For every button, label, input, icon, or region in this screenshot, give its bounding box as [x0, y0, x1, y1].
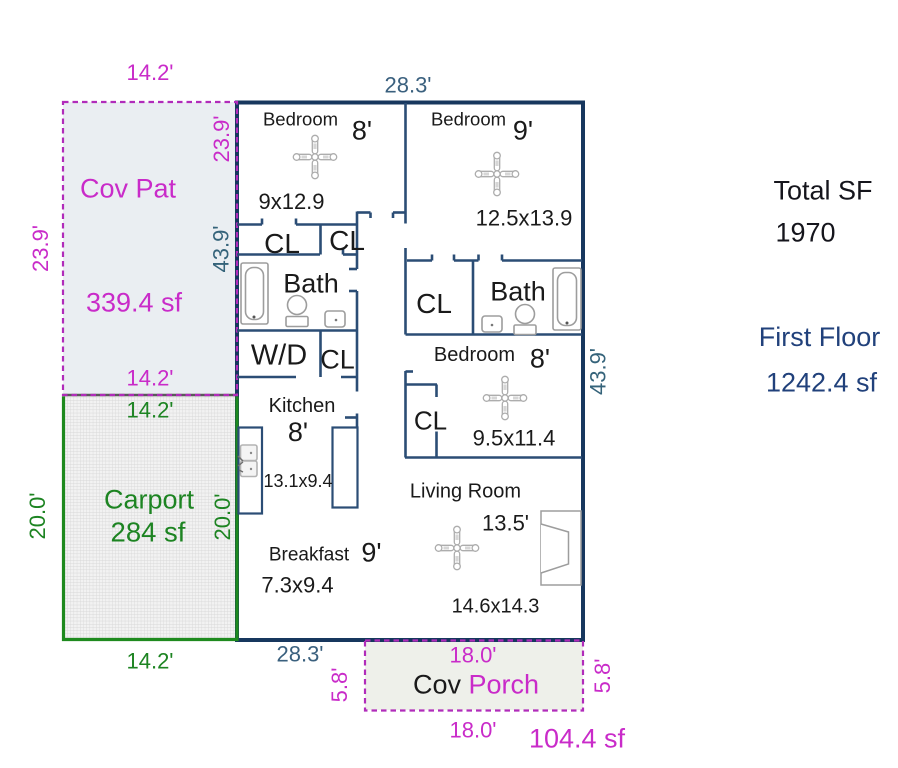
svg-text:Breakfast: Breakfast — [269, 545, 350, 566]
svg-text:Living Room: Living Room — [410, 481, 521, 503]
svg-text:43.9': 43.9' — [209, 225, 234, 272]
svg-text:Bedroom: Bedroom — [263, 109, 338, 130]
svg-text:W/D: W/D — [251, 340, 307, 372]
svg-text:23.9': 23.9' — [28, 225, 53, 272]
svg-text:14.2': 14.2' — [126, 398, 173, 423]
svg-text:First Floor: First Floor — [759, 322, 881, 352]
svg-text:23.9': 23.9' — [209, 115, 234, 162]
svg-text:28.3': 28.3' — [276, 642, 323, 667]
svg-text:CL: CL — [416, 288, 452, 319]
svg-text:Cov Porch: Cov Porch — [413, 670, 539, 700]
svg-text:Cov Pat: Cov Pat — [80, 174, 177, 204]
svg-text:8': 8' — [352, 116, 372, 146]
svg-text:Bath: Bath — [490, 277, 546, 307]
svg-text:13.1x9.4: 13.1x9.4 — [263, 471, 332, 491]
svg-text:1970: 1970 — [775, 218, 835, 248]
svg-text:104.4 sf: 104.4 sf — [529, 724, 626, 754]
svg-text:CL: CL — [329, 225, 365, 256]
svg-text:12.5x13.9: 12.5x13.9 — [476, 206, 573, 231]
svg-text:1242.4 sf: 1242.4 sf — [766, 368, 878, 398]
svg-text:18.0': 18.0' — [449, 718, 496, 743]
svg-text:339.4 sf: 339.4 sf — [86, 288, 183, 318]
svg-text:9.5x11.4: 9.5x11.4 — [473, 426, 556, 451]
svg-text:20.0': 20.0' — [25, 492, 50, 539]
svg-text:CL: CL — [320, 345, 355, 375]
svg-text:14.6x14.3: 14.6x14.3 — [452, 596, 540, 618]
svg-text:28.3': 28.3' — [384, 73, 431, 98]
svg-text:9': 9' — [513, 116, 533, 146]
svg-text:9x12.9: 9x12.9 — [258, 189, 324, 214]
svg-text:5.8': 5.8' — [590, 659, 615, 694]
svg-text:20.0': 20.0' — [210, 493, 235, 540]
svg-text:Total SF: Total SF — [773, 176, 872, 206]
svg-text:8': 8' — [288, 417, 308, 447]
svg-text:Bath: Bath — [283, 269, 339, 299]
svg-text:14.2': 14.2' — [126, 649, 173, 674]
svg-text:14.2': 14.2' — [126, 60, 173, 85]
svg-text:14.2': 14.2' — [126, 366, 173, 391]
svg-text:18.0': 18.0' — [449, 643, 496, 668]
svg-text:13.5': 13.5' — [482, 511, 529, 536]
svg-text:Carport: Carport — [104, 485, 195, 515]
svg-text:284 sf: 284 sf — [111, 517, 186, 548]
svg-text:CL: CL — [264, 228, 300, 259]
svg-text:Bedroom: Bedroom — [434, 344, 515, 366]
svg-text:CL: CL — [414, 406, 447, 436]
svg-text:9': 9' — [361, 538, 381, 568]
svg-text:7.3x9.4: 7.3x9.4 — [261, 573, 333, 598]
svg-text:Kitchen: Kitchen — [269, 395, 336, 417]
svg-text:8': 8' — [530, 344, 550, 374]
svg-text:43.9': 43.9' — [586, 348, 611, 395]
svg-text:Bedroom: Bedroom — [431, 109, 506, 130]
svg-text:5.8': 5.8' — [327, 668, 352, 703]
